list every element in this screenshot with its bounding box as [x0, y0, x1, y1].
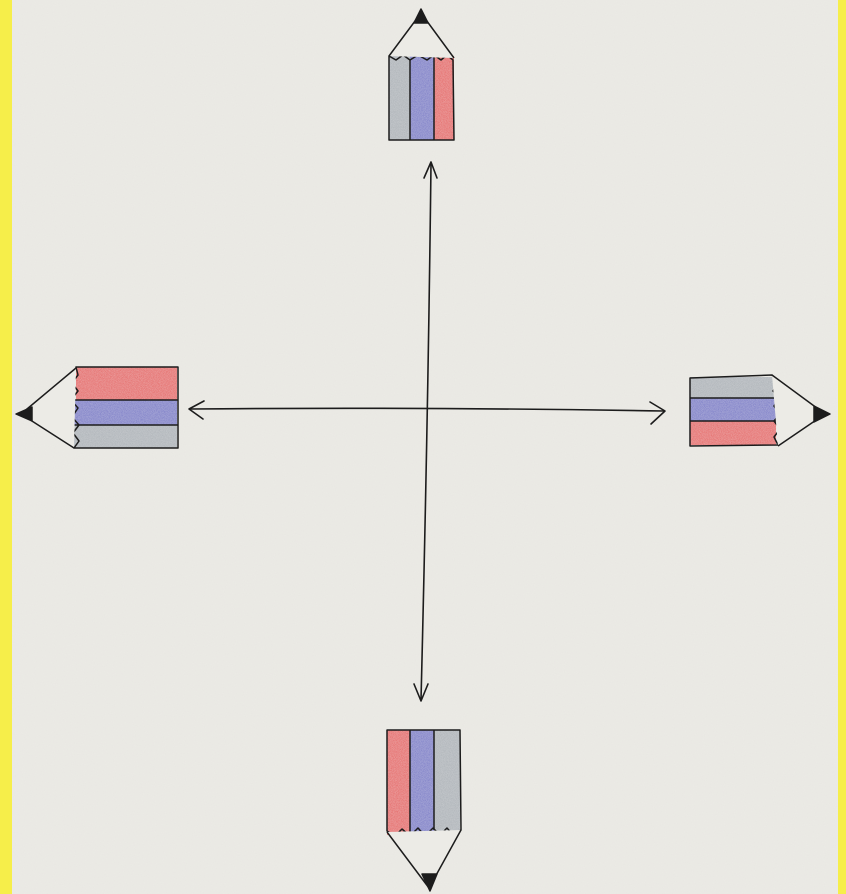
pencil-right-body — [690, 377, 776, 445]
pencil-bottom-body — [387, 730, 460, 835]
pencil-left-body — [72, 367, 177, 448]
pencil-top-body — [389, 56, 454, 140]
